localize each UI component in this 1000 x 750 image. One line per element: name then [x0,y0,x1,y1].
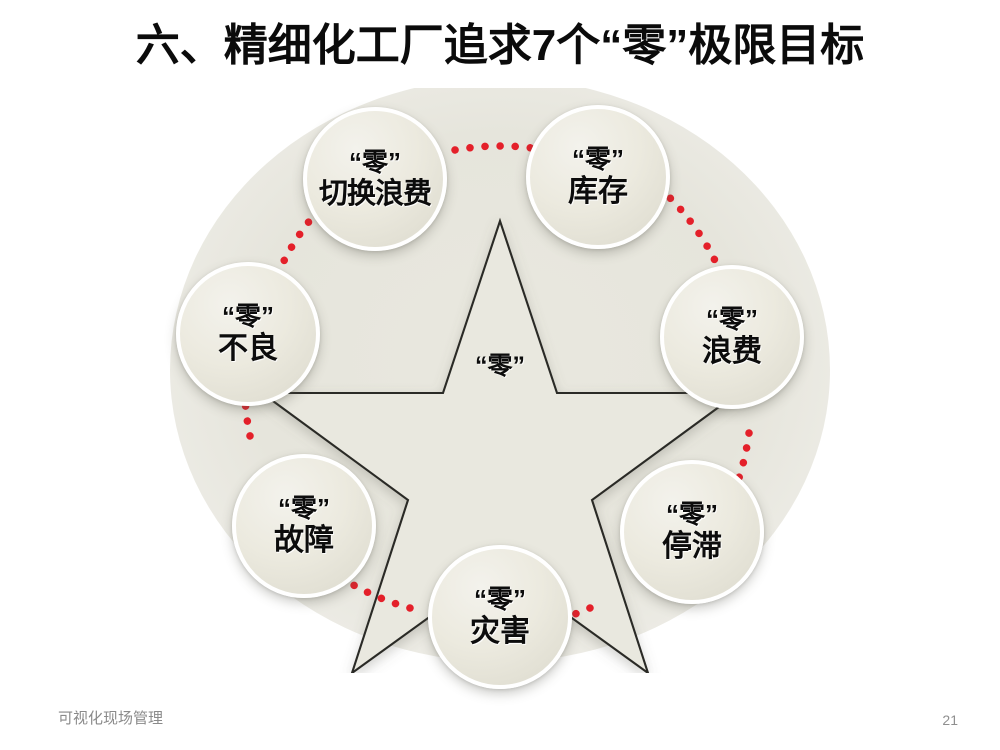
node-stagnation[interactable]: “零” 停滞 [620,460,764,604]
node-body-label: 切换浪费 [318,177,432,210]
page-title: 六、精细化工厂追求7个“零”极限目标 [135,21,865,70]
node-disaster[interactable]: “零” 灾害 [428,545,572,689]
node-body-label: 不良 [218,332,278,366]
node-body-label: 停滞 [662,530,722,564]
node-waste[interactable]: “零” 浪费 [660,265,804,409]
page-number: 21 [942,712,958,728]
node-body-label: 浪费 [702,335,762,369]
node-inventory[interactable]: “零” 库存 [526,105,670,249]
footer-note: 可视化现场管理 [58,710,164,727]
node-defect[interactable]: “零” 不良 [176,262,320,406]
node-lead-label: “零” [665,499,718,530]
node-lead-label: “零” [571,144,624,175]
node-lead-label: “零” [221,301,274,332]
star-center-label: “零” [474,352,525,380]
node-body-label: 灾害 [470,615,530,649]
node-lead-label: “零” [473,584,526,615]
node-lead-label: “零” [348,146,401,177]
node-lead-label: “零” [705,304,758,335]
node-switchover-waste[interactable]: “零” 切换浪费 [303,107,447,251]
node-breakdown[interactable]: “零” 故障 [232,454,376,598]
node-lead-label: “零” [277,493,330,524]
connector-1 [451,142,549,154]
node-body-label: 故障 [274,524,334,558]
node-body-label: 库存 [568,175,628,209]
seven-zeros-diagram: “零” “零” 切换浪费 “零” 库存 “零” 浪费 “零” 停滞 “零” 灾害… [0,88,1000,689]
